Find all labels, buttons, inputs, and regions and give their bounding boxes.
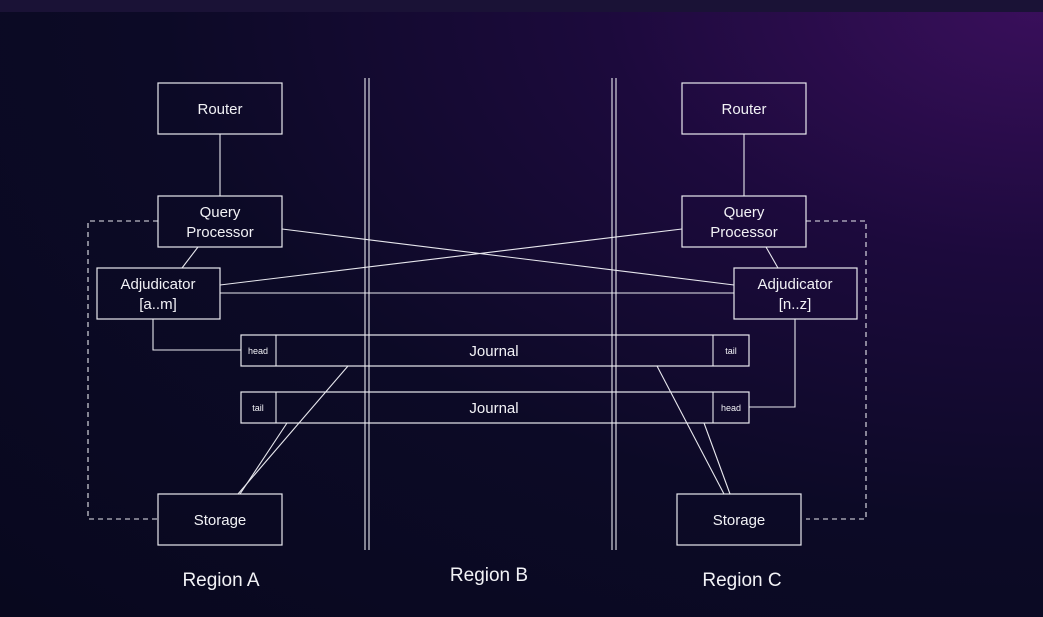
- journal-to-storage-a-2: [239, 422, 288, 495]
- journal-lower: tail Journal head: [240, 391, 750, 424]
- journal-lower-head: head: [721, 403, 741, 413]
- query-a-to-adjudicator-a: [181, 246, 199, 269]
- query-c-to-adjudicator-c: [765, 246, 779, 269]
- router-a: Router: [157, 82, 283, 135]
- adjudicator-c-to-journal-head: [749, 319, 796, 408]
- journal-upper-label: Journal: [469, 343, 518, 360]
- journal-upper: head Journal tail: [240, 334, 750, 367]
- region-c-dashed-boundary: [806, 220, 867, 520]
- query-c-to-adjudicator-a: [219, 228, 683, 286]
- query-processor-a-line1: Query: [200, 204, 241, 221]
- region-c-label: Region C: [702, 570, 781, 591]
- region-separator-right: [611, 78, 617, 550]
- query-a-to-adjudicator-c: [281, 228, 735, 286]
- region-b-label: Region B: [450, 565, 528, 586]
- storage-a: Storage: [157, 493, 283, 546]
- router-c: Router: [681, 82, 807, 135]
- adjudicator-c-label: Adjudicator: [757, 276, 832, 293]
- journal-upper-tail: tail: [725, 346, 737, 356]
- storage-c-label: Storage: [713, 512, 766, 529]
- top-bar: [0, 0, 1043, 12]
- adjudicator-a-label: Adjudicator: [120, 276, 195, 293]
- adjudicator-c-range: [n..z]: [779, 296, 812, 313]
- region-a-label: Region A: [182, 570, 259, 591]
- journal-to-storage-c-1: [656, 365, 725, 495]
- adjudicator-a-range: [a..m]: [139, 296, 177, 313]
- storage-c: Storage: [676, 493, 802, 546]
- adjudicator-a-to-journal-head: [152, 319, 241, 351]
- journal-lower-tail: tail: [252, 403, 264, 413]
- journal-lower-label: Journal: [469, 400, 518, 417]
- region-a-dashed-boundary: [87, 220, 158, 520]
- storage-a-label: Storage: [194, 512, 247, 529]
- adjudicator-a: Adjudicator [a..m]: [96, 267, 221, 320]
- query-processor-a: Query Processor: [157, 195, 283, 248]
- query-processor-a-line2: Processor: [186, 224, 254, 241]
- query-processor-c: Query Processor: [681, 195, 807, 248]
- adjudicator-c: Adjudicator [n..z]: [733, 267, 858, 320]
- query-processor-c-line1: Query: [724, 204, 765, 221]
- router-c-label: Router: [721, 101, 766, 118]
- router-a-label: Router: [197, 101, 242, 118]
- journal-to-storage-a-1: [237, 365, 349, 495]
- region-separator-left: [364, 78, 370, 550]
- journal-to-storage-c-2: [703, 422, 731, 495]
- journal-upper-head: head: [248, 346, 268, 356]
- query-processor-c-line2: Processor: [710, 224, 778, 241]
